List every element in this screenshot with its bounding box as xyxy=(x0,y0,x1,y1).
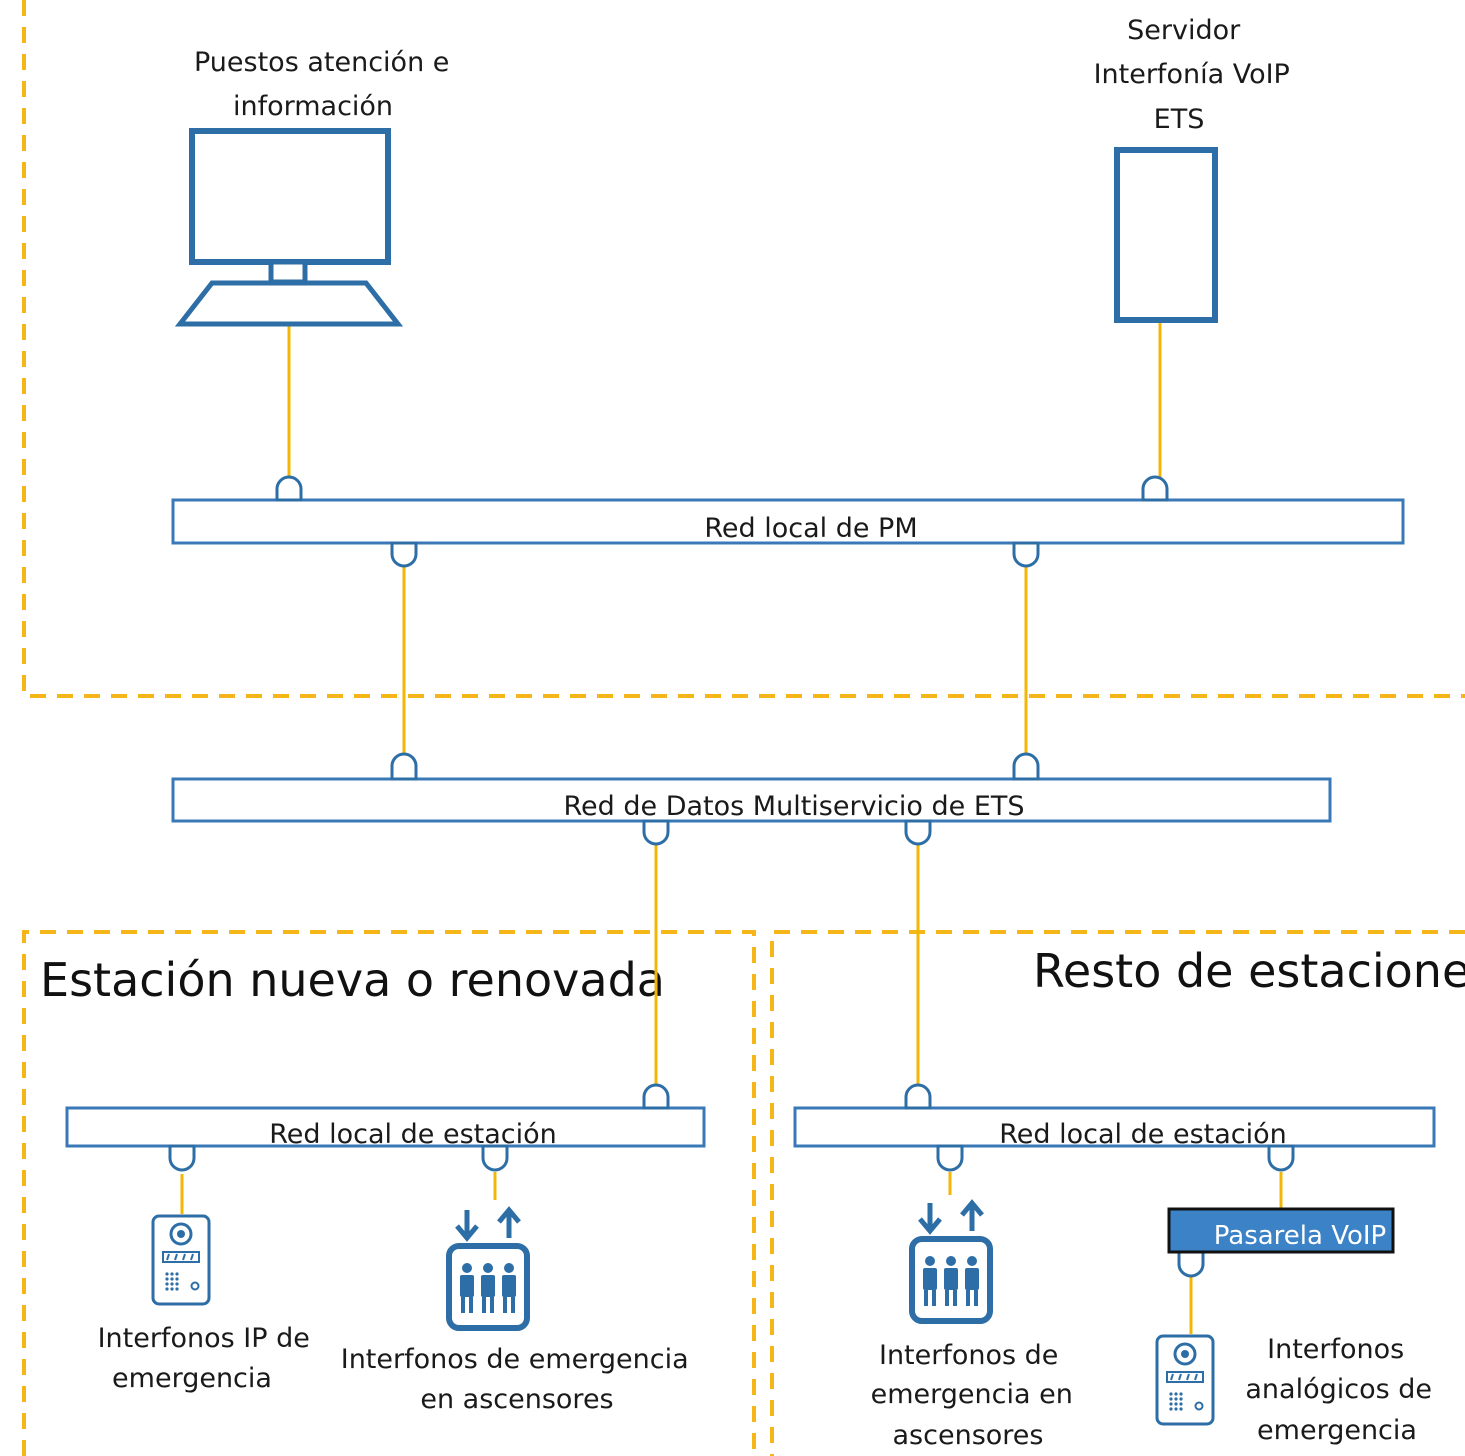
elevator-icon xyxy=(446,1206,530,1331)
rest-stations-zone-border xyxy=(770,930,1465,1456)
elevator-left-label: Interfonos de emergencia en ascensores xyxy=(341,1344,698,1415)
intercom-panel-icon xyxy=(1155,1334,1215,1426)
port-connector xyxy=(390,752,418,781)
intercom-panel-icon xyxy=(151,1214,211,1306)
ip-intercom-label: Interfonos IP de emergencia xyxy=(98,1323,319,1394)
station-lan-left-bar xyxy=(65,1106,706,1148)
links xyxy=(180,322,1283,1334)
new-station-zone-title: Estación nueva o renovada xyxy=(40,953,665,1007)
elevator-right-label: Interfonos de emergencia en ascensores xyxy=(871,1340,1082,1451)
pm-zone-border xyxy=(22,0,1465,698)
voip-gateway-box xyxy=(1167,1207,1395,1254)
station-lan-right-label: Red local de estación xyxy=(999,1119,1287,1150)
port-connector xyxy=(642,819,670,846)
port-connector xyxy=(168,1144,196,1172)
station-lan-left-label: Red local de estación xyxy=(269,1119,557,1150)
port-connector xyxy=(481,1144,509,1172)
port-connector xyxy=(1141,475,1169,502)
port-connector xyxy=(1012,541,1040,568)
port-connector xyxy=(275,475,303,502)
port-connector xyxy=(1177,1250,1205,1278)
port-connector xyxy=(390,541,418,568)
ets-data-network-bar xyxy=(171,777,1332,823)
pm-lan-label: Red local de PM xyxy=(704,513,917,544)
computer-icon xyxy=(174,128,404,327)
port-connector xyxy=(904,1083,932,1110)
server-label: Servidor Interfonía VoIP ETS xyxy=(1094,15,1299,135)
ports xyxy=(168,475,1295,1278)
pm-lan-bar xyxy=(171,498,1405,545)
rest-stations-zone-title: Resto de estaciones xyxy=(1033,944,1465,998)
workstation-label: Puestos atención e información xyxy=(194,47,458,122)
voip-gateway-label: Pasarela VoIP xyxy=(1214,1221,1386,1251)
port-connector xyxy=(1012,752,1040,781)
elevator-icon xyxy=(909,1199,993,1324)
port-connector xyxy=(1267,1144,1295,1172)
station-lan-right-bar xyxy=(793,1106,1436,1148)
server-icon xyxy=(1114,147,1218,323)
ets-data-network-label: Red de Datos Multiservicio de ETS xyxy=(563,791,1024,822)
port-connector xyxy=(936,1144,964,1172)
new-station-zone-border xyxy=(22,930,756,1456)
analog-intercom-label: Interfonos analógicos de emergencia xyxy=(1245,1334,1440,1446)
port-connector xyxy=(904,819,932,846)
port-connector xyxy=(642,1083,670,1110)
